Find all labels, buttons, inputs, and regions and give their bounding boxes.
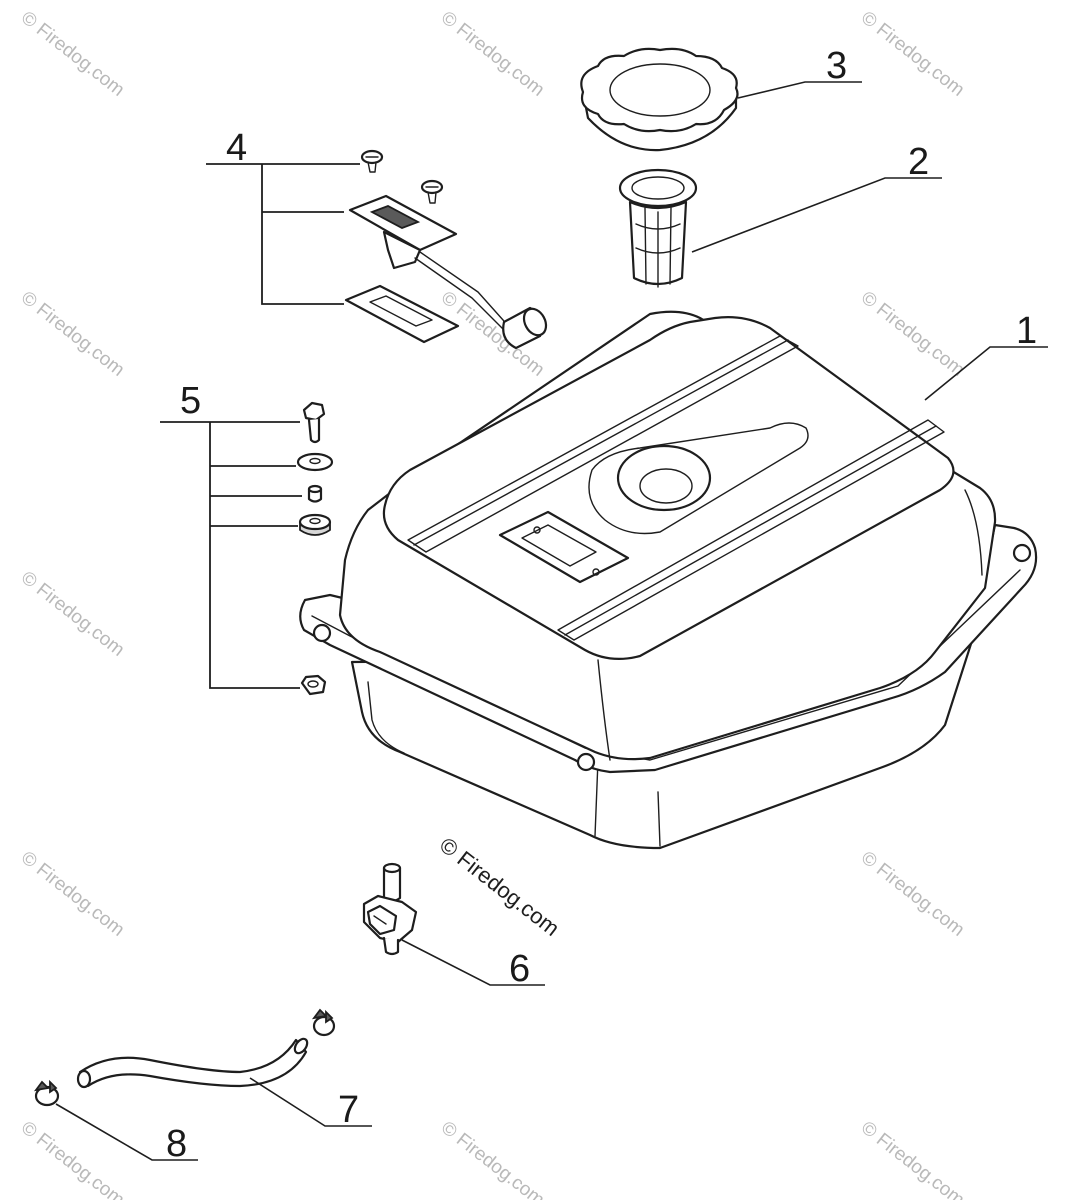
callout-1: 1 bbox=[1016, 310, 1037, 352]
watermark-text: © Firedog.com bbox=[857, 1117, 968, 1200]
center-watermark: © Firedog.com bbox=[435, 832, 564, 941]
mounting-hardware bbox=[296, 401, 334, 696]
watermark-text: © Firedog.com bbox=[857, 287, 968, 380]
gauge-float-arm bbox=[414, 257, 509, 335]
fuel-tank-rib-left bbox=[407, 335, 799, 553]
callout-labels: 1 2 3 4 5 6 7 8 bbox=[166, 45, 1037, 1165]
watermark-text: © Firedog.com bbox=[857, 847, 968, 940]
callout-8: 8 bbox=[166, 1123, 187, 1165]
hose-clamp bbox=[311, 1008, 336, 1037]
leader-line-2 bbox=[691, 177, 942, 253]
watermark-text: © Firedog.com bbox=[17, 567, 128, 660]
fuel-hose-end bbox=[293, 1037, 309, 1055]
gauge-gasket-opening bbox=[369, 295, 433, 327]
leader-line-8 bbox=[55, 1103, 198, 1161]
leader-line-1 bbox=[924, 346, 1048, 401]
fuel-tank-side-edge bbox=[597, 489, 983, 761]
callout-5: 5 bbox=[180, 380, 201, 422]
callout-3: 3 bbox=[826, 45, 847, 87]
watermark-text: © Firedog.com bbox=[437, 7, 548, 100]
watermark-text: © Firedog.com bbox=[17, 7, 128, 100]
leader-line-7 bbox=[249, 1077, 372, 1127]
mounting-grommet bbox=[298, 513, 332, 536]
fuel-tank-filler-recess bbox=[588, 422, 809, 535]
leader-line-3 bbox=[737, 81, 862, 99]
gauge-gasket bbox=[344, 284, 460, 344]
fuel-tank-filler-neck bbox=[639, 468, 693, 504]
leader-lines bbox=[55, 81, 1048, 1161]
fuel-tank-filler-opening bbox=[616, 444, 712, 512]
fuel-valve-lever bbox=[366, 904, 398, 936]
gauge-float-arm bbox=[419, 251, 513, 331]
fuel-cap-top bbox=[580, 47, 739, 133]
fuel-tank-gauge-window bbox=[498, 510, 630, 584]
hose-clamp bbox=[33, 1079, 60, 1107]
fuel-hose-end bbox=[76, 1069, 92, 1089]
gauge-screw bbox=[420, 179, 444, 204]
mounting-nut bbox=[300, 674, 327, 696]
fuel-tank-lower-seam bbox=[367, 681, 661, 847]
watermark-text: © Firedog.com bbox=[17, 287, 128, 380]
callout-6: 6 bbox=[509, 948, 530, 990]
fuel-hose-body bbox=[78, 1038, 308, 1088]
mounting-washer bbox=[296, 452, 334, 472]
fuel-tank-mount-hole bbox=[1012, 543, 1032, 563]
fuel-hose bbox=[76, 1037, 309, 1089]
callout-2: 2 bbox=[908, 141, 929, 183]
fuel-tank-rib-left-groove bbox=[413, 339, 789, 546]
gauge-float bbox=[502, 306, 548, 350]
fuel-cap-top-center bbox=[609, 63, 711, 117]
gauge-body bbox=[382, 230, 422, 270]
fuel-valve-outlet bbox=[382, 936, 400, 956]
leader-line-6 bbox=[401, 939, 545, 986]
fuel-tank bbox=[299, 310, 1038, 850]
callout-4: 4 bbox=[226, 127, 247, 169]
fuel-tank-rib-right-groove bbox=[564, 425, 937, 636]
fuel-gauge-assembly bbox=[344, 149, 548, 350]
fuel-tank-gauge-screw bbox=[533, 526, 541, 534]
gauge-plate-window bbox=[369, 205, 421, 229]
bracket-4 bbox=[206, 163, 360, 305]
fuel-cap bbox=[580, 47, 739, 152]
fuel-strainer-mesh bbox=[635, 207, 681, 288]
watermark-text: © Firedog.com bbox=[437, 1117, 548, 1200]
fuel-tank-mount-hole bbox=[576, 752, 596, 772]
bracket-5 bbox=[160, 421, 302, 689]
mounting-bolt bbox=[302, 401, 326, 444]
watermark-text: © Firedog.com bbox=[857, 7, 968, 100]
gauge-screw bbox=[360, 149, 384, 173]
fuel-strainer-rim bbox=[618, 168, 698, 208]
mounting-collar bbox=[307, 484, 323, 503]
watermark-text: © Firedog.com bbox=[17, 1117, 128, 1200]
fuel-tank-gauge-screw bbox=[592, 568, 600, 576]
fuel-strainer-rim-inner bbox=[631, 176, 685, 200]
fuel-valve bbox=[362, 862, 418, 956]
watermark-text: © Firedog.com bbox=[17, 847, 128, 940]
fuel-strainer bbox=[618, 168, 698, 288]
fuel-tank-mount-hole bbox=[312, 623, 332, 643]
callout-7: 7 bbox=[338, 1089, 359, 1131]
fuel-tank-rib-right bbox=[557, 419, 945, 641]
